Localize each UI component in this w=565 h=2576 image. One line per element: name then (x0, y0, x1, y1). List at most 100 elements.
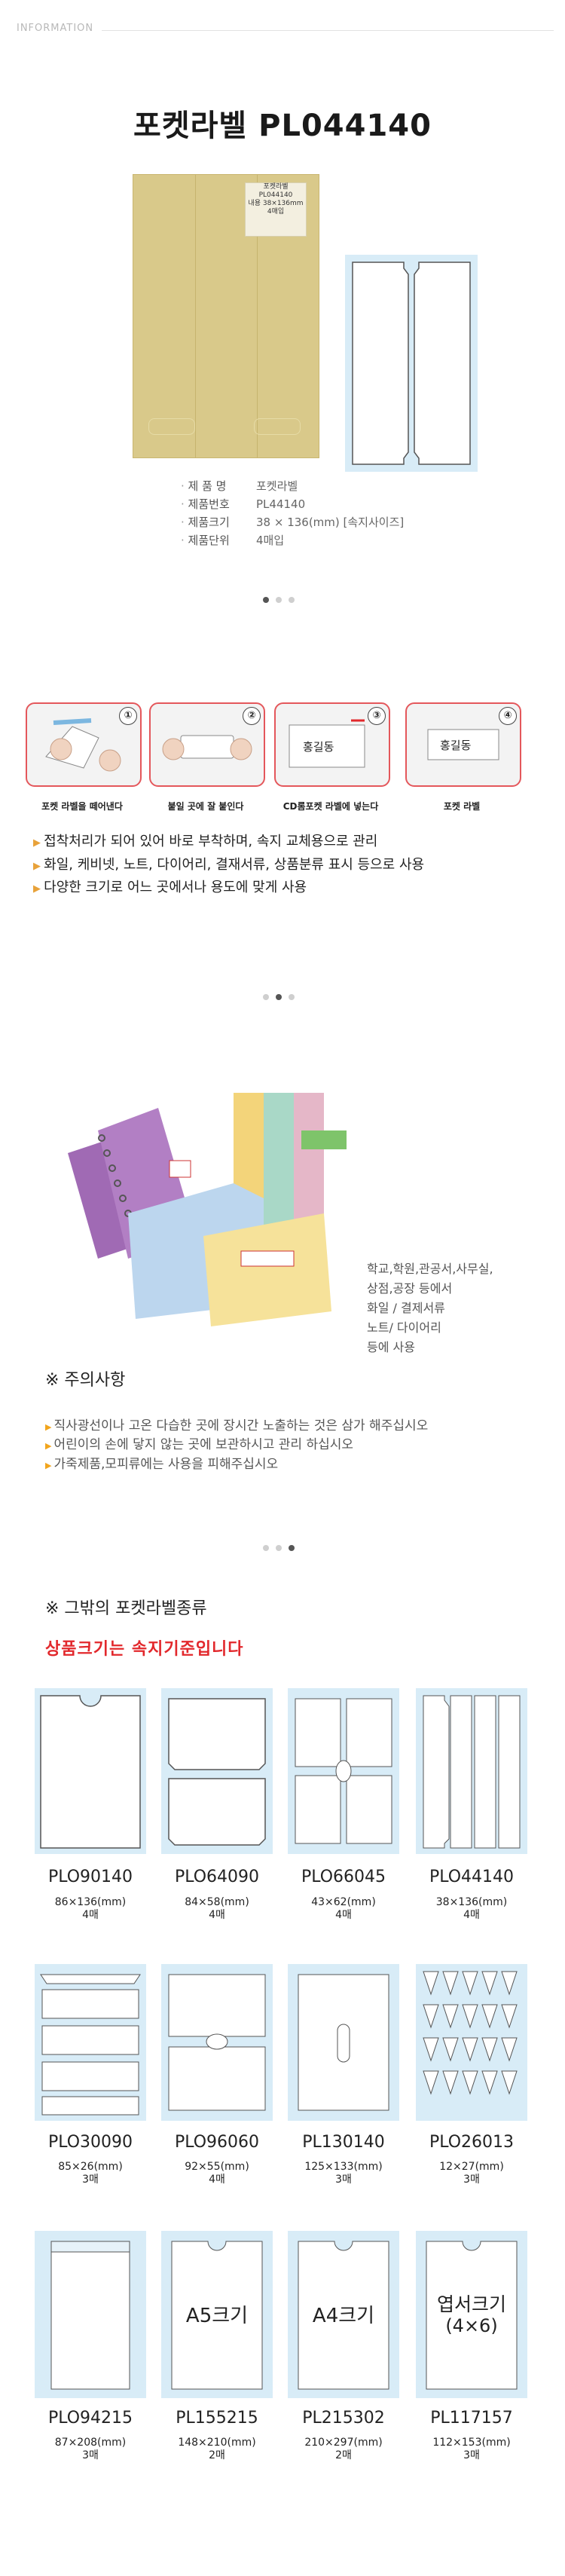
step-image: ② (149, 702, 265, 787)
product-code: PLO66045 (301, 1868, 386, 1886)
product-unit: 3매 (463, 2174, 480, 2186)
product-code: PL215302 (302, 2409, 385, 2428)
product-thumbnail[interactable] (288, 1964, 399, 2121)
size-label: A5크기 (185, 2305, 249, 2327)
usage-text: 상점,공장 등에서 (367, 1281, 453, 1296)
step-image: ① (26, 702, 142, 787)
divider (102, 30, 554, 31)
spec-key: 제 품 명 (181, 478, 256, 494)
package-card: 포켓라벨 PL044140 내용 38×136mm 4매입 (245, 182, 307, 237)
product-thumbnail[interactable] (35, 1964, 146, 2121)
carousel-dot[interactable] (276, 597, 282, 603)
carousel-dots (263, 1545, 301, 1551)
section-subtitle: 상품크기는 속지기준입니다 (45, 1640, 244, 1659)
size-label: (4×6) (445, 2315, 498, 2336)
section-label: INFORMATION (17, 23, 94, 34)
spec-value: 38 × 136(mm) [속지사이즈] (256, 516, 405, 529)
carousel-dot[interactable] (289, 994, 295, 1000)
product-thumbnail[interactable] (161, 1964, 273, 2121)
product-title: 포켓라벨 PL044140 (133, 109, 432, 143)
product-size: 112×153(mm) (432, 2437, 511, 2449)
card-line: 포켓라벨 (263, 183, 289, 191)
product-code: PLO64090 (174, 1868, 260, 1886)
product-thumbnail[interactable] (35, 2231, 146, 2398)
carousel-dot[interactable] (276, 994, 282, 1000)
size-label: 엽서크기 (436, 2293, 506, 2315)
step-number: ④ (499, 707, 517, 725)
product-thumbnail[interactable]: 엽서크기 (4×6) (416, 2231, 527, 2398)
product-code: PLO44140 (429, 1868, 515, 1886)
product-code: PL155215 (176, 2409, 258, 2428)
product-thumbnail[interactable]: A4크기 (288, 2231, 399, 2398)
product-unit: 4매 (209, 1909, 225, 1921)
carousel-dot[interactable] (263, 1545, 269, 1551)
spec-key: 제품단위 (181, 532, 256, 548)
usage-text: 노트/ 다이어리 (367, 1320, 441, 1335)
product-code: PLO96060 (174, 2133, 260, 2152)
product-size: 148×210(mm) (178, 2437, 256, 2449)
step-number: ② (243, 707, 261, 725)
product-code: PLO26013 (429, 2133, 515, 2152)
product-size: 38×136(mm) (435, 1896, 508, 1908)
card-line: PL044140 (258, 191, 293, 199)
product-size: 86×136(mm) (54, 1896, 127, 1908)
usage-text: 학교,학원,관공서,사무실, (367, 1262, 493, 1276)
carousel-dot[interactable] (263, 994, 269, 1000)
product-size: 84×58(mm) (185, 1896, 249, 1908)
product-thumbnail[interactable] (416, 1964, 527, 2121)
usage-illustration (45, 1078, 354, 1326)
spec-key: 제품크기 (181, 514, 256, 530)
carousel-dots (263, 597, 301, 603)
step-caption: CD롬포켓 라벨에 넣는다 (282, 801, 379, 812)
card-line: 4매입 (267, 208, 285, 216)
product-size: 92×55(mm) (185, 2161, 249, 2173)
product-unit: 3매 (335, 2174, 352, 2186)
product-thumbnail[interactable] (288, 1688, 399, 1854)
carousel-dot[interactable] (263, 597, 269, 603)
caution-item: 가죽제품,모피류에는 사용을 피해주십시오 (45, 1453, 278, 1472)
label-outline-diagram (345, 255, 478, 472)
feature-item: 화일, 케비넷, 노트, 다이어리, 결재서류, 상품분류 표시 등으로 사용 (33, 854, 424, 873)
name-tag: 홍길동 (303, 740, 334, 754)
card-line: 내용 38×136mm (248, 200, 304, 207)
product-size: 210×297(mm) (304, 2437, 383, 2449)
step-image: 홍길동 ③ (274, 702, 390, 787)
product-unit: 4매 (209, 2174, 225, 2186)
step-caption: 붙일 곳에 잘 붙인다 (167, 801, 244, 812)
product-unit: 2매 (335, 2449, 352, 2461)
usage-text: 화일 / 결제서류 (367, 1301, 445, 1315)
product-unit: 3매 (82, 2449, 99, 2461)
caution-item: 어린이의 손에 닿지 않는 곳에 보관하시고 관리 하십시오 (45, 1433, 353, 1452)
step-caption: 포켓 라벨을 떼어낸다 (41, 801, 123, 812)
product-size: 85×26(mm) (58, 2161, 123, 2173)
caution-title: ※ 주의사항 (45, 1371, 126, 1390)
carousel-dot[interactable] (289, 597, 295, 603)
product-thumbnail[interactable]: A5크기 (161, 2231, 273, 2398)
usage-text: 등에 사용 (367, 1340, 415, 1354)
product-size: 125×133(mm) (304, 2161, 383, 2173)
section-title: ※ 그밖의 포켓라벨종류 (45, 1599, 207, 1618)
feature-item: 접착처리가 되어 있어 바로 부착하며, 속지 교체용으로 관리 (33, 831, 377, 850)
product-unit: 4매 (82, 1909, 99, 1921)
product-size: 87×208(mm) (54, 2437, 127, 2449)
carousel-dots (263, 994, 301, 1000)
step-image: 홍길동 ④ (405, 702, 521, 787)
product-code: PLO90140 (47, 1868, 133, 1886)
product-photo: 포켓라벨 PL044140 내용 38×136mm 4매입 (133, 174, 319, 458)
product-unit: 4매 (463, 1909, 480, 1921)
carousel-dot[interactable] (276, 1545, 282, 1551)
carousel-dot[interactable] (289, 1545, 295, 1551)
product-code: PLO30090 (47, 2133, 133, 2152)
product-unit: 3매 (82, 2174, 99, 2186)
step-caption: 포켓 라벨 (443, 801, 481, 812)
size-label: A4크기 (312, 2305, 375, 2327)
product-thumbnail[interactable] (416, 1688, 527, 1854)
product-unit: 3매 (463, 2449, 480, 2461)
spec-value: PL44140 (256, 497, 306, 511)
product-thumbnail[interactable] (161, 1688, 273, 1854)
product-thumbnail[interactable] (35, 1688, 146, 1854)
